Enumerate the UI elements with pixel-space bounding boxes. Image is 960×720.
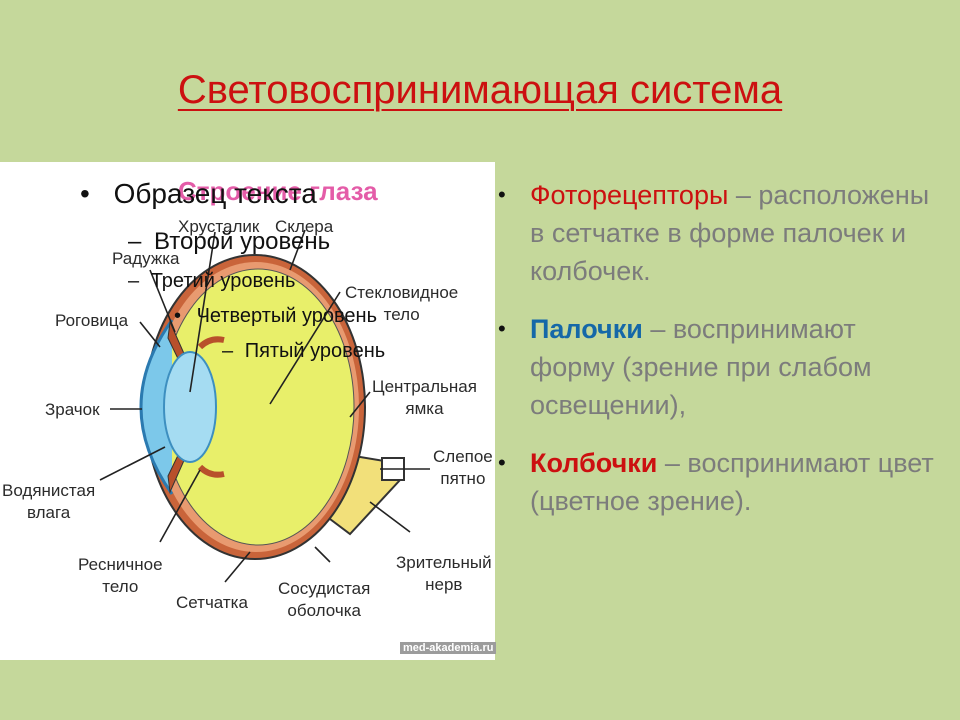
dash-icon: – [128,228,142,255]
label-choroid: Сосудистая оболочка [278,578,370,622]
diagram-heading: Строение глаза [178,176,378,206]
label-choroid-1: Сосудистая [278,579,371,598]
outline-level-1: • Образец текста [80,178,317,210]
label-vitreous-2: тело [383,305,420,324]
bullet-dot-icon: • [498,182,506,207]
watermark: med-akademia.ru [400,642,497,654]
label-retina: Сетчатка [176,593,248,612]
cornea-shape [139,319,174,495]
outline-level-4: • Четвертый уровень [174,305,377,328]
outline-level-2-text: Второй уровень [154,228,331,255]
slide-title: Световоспринимающая система [177,68,783,112]
label-pupil: Зрачок [45,400,100,419]
label-nerve-2: нерв [425,575,463,594]
outline-level-5-text: Пятый уровень [244,340,386,362]
bullet-list: • Фоторецепторы – расположены в сетчатке… [498,176,938,540]
label-blind-spot: Слепое пятно [433,446,493,490]
label-fovea: Центральная ямка [372,376,477,420]
outline-level-2: – Второй уровень [128,228,330,256]
label-ciliary: Ресничное тело [78,554,163,598]
label-sclera: Склера [275,217,334,236]
label-cornea: Роговица [55,311,129,330]
label-vitreous-1: Стекловидное [345,283,459,302]
bullet-rods: • Палочки – воспринимают форму (зрение п… [498,310,938,424]
label-nerve: Зрительный нерв [396,552,492,596]
label-aqueous-2: влага [26,503,71,522]
bullet-dot-icon: • [498,450,506,475]
outline-level-5: – Пятый уровень [222,340,385,363]
desc-photoreceptors: – расположены в сетчатке в форме палочек… [530,180,930,286]
label-aqueous-1: Водянистая [2,481,96,500]
eye-diagram: Хрусталик Склера Радужка Роговица Стекло… [0,162,495,660]
term-cones: Колбочки [530,448,658,478]
ciliary-top [197,336,225,350]
term-photoreceptors: Фоторецепторы [530,180,729,210]
dash-icon: – [128,270,140,292]
eye-illustration [99,229,430,583]
lens-shape [163,351,217,463]
label-crystalline: Хрусталик [178,217,260,236]
leader-lines [99,229,430,583]
outline-level-3: – Третий уровень [128,270,295,293]
label-aqueous: Водянистая влага [2,480,95,524]
bullet-cones: • Колбочки – воспринимают цвет (цветное … [498,444,938,520]
label-blind-2: пятно [440,469,486,488]
label-ciliary-1: Ресничное [78,555,163,574]
outline-level-4-text: Четвертый уровень [196,305,378,327]
bullet-photoreceptors: • Фоторецепторы – расположены в сетчатке… [498,176,938,290]
outline-level-3-text: Третий уровень [150,270,296,292]
label-blind-1: Слепое [433,447,493,466]
label-iris: Радужка [112,249,180,268]
desc-rods: – воспринимают форму (зрение при слабом … [530,314,872,420]
label-fovea-2: ямка [405,399,444,418]
desc-cones: – воспринимают цвет (цветное зрение). [530,448,934,516]
outline-level-1-text: Образец текста [113,178,317,209]
label-vitreous: Стекловидное тело [345,282,458,326]
label-ciliary-2: тело [102,577,139,596]
bullet-dot-icon: • [174,305,182,327]
bullet-dot-icon: • [80,178,90,209]
dash-icon: – [222,340,234,362]
bullet-dot-icon: • [498,316,506,341]
label-nerve-1: Зрительный [396,553,492,572]
label-choroid-2: оболочка [287,601,361,620]
label-fovea-1: Центральная [372,377,477,396]
term-rods: Палочки [530,314,643,344]
ciliary-bottom [197,464,225,478]
